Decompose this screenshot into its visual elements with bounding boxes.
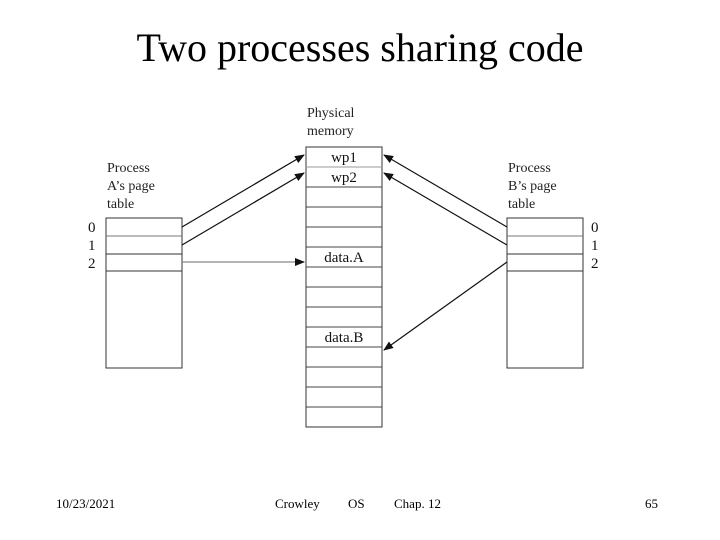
process-b-index-0: 0 — [591, 220, 599, 236]
process-b-label-line-1: Process — [508, 161, 551, 176]
process-a-label-line-3: table — [107, 197, 134, 212]
process-a-index-1: 1 — [88, 238, 96, 254]
arrow-b0-to-wp1 — [383, 154, 508, 228]
footer-course: OS — [348, 496, 365, 511]
mapping-arrows — [181, 154, 508, 351]
slide-title: Two processes sharing code — [136, 25, 584, 70]
process-b-label-line-2: B’s page — [508, 179, 557, 194]
arrow-a0-to-wp1 — [181, 154, 305, 228]
footer-date: 10/23/2021 — [56, 496, 116, 511]
arrow-b1-to-wp2 — [383, 172, 508, 246]
memory-label-line-1: Physical — [307, 106, 355, 121]
memory-cell-1: wp2 — [331, 170, 357, 186]
memory-cell-0: wp1 — [331, 150, 357, 166]
memory-label-line-2: memory — [307, 124, 354, 139]
process-a-index-2: 2 — [88, 256, 96, 272]
process-a-label-line-2: A’s page — [107, 179, 155, 194]
process-b-page-table: 0 1 2 — [506, 217, 599, 369]
arrow-b2-to-data-b — [383, 261, 508, 351]
process-a-index-0: 0 — [88, 220, 96, 236]
process-b-index-2: 2 — [591, 256, 599, 272]
footer-chapter: Chap. 12 — [394, 496, 441, 511]
process-a-label-line-1: Process — [107, 161, 150, 176]
footer-author: Crowley — [275, 496, 320, 511]
memory-cell-9: data.B — [325, 330, 364, 346]
process-b-label-line-3: table — [508, 197, 535, 212]
process-a-page-table: 0 1 2 — [88, 217, 183, 369]
memory-cell-5: data.A — [324, 250, 364, 266]
physical-memory: wp1 wp2 data.A data.B — [305, 146, 383, 428]
process-b-index-1: 1 — [591, 238, 599, 254]
footer-page-number: 65 — [645, 496, 658, 511]
arrow-a1-to-wp2 — [181, 172, 305, 246]
